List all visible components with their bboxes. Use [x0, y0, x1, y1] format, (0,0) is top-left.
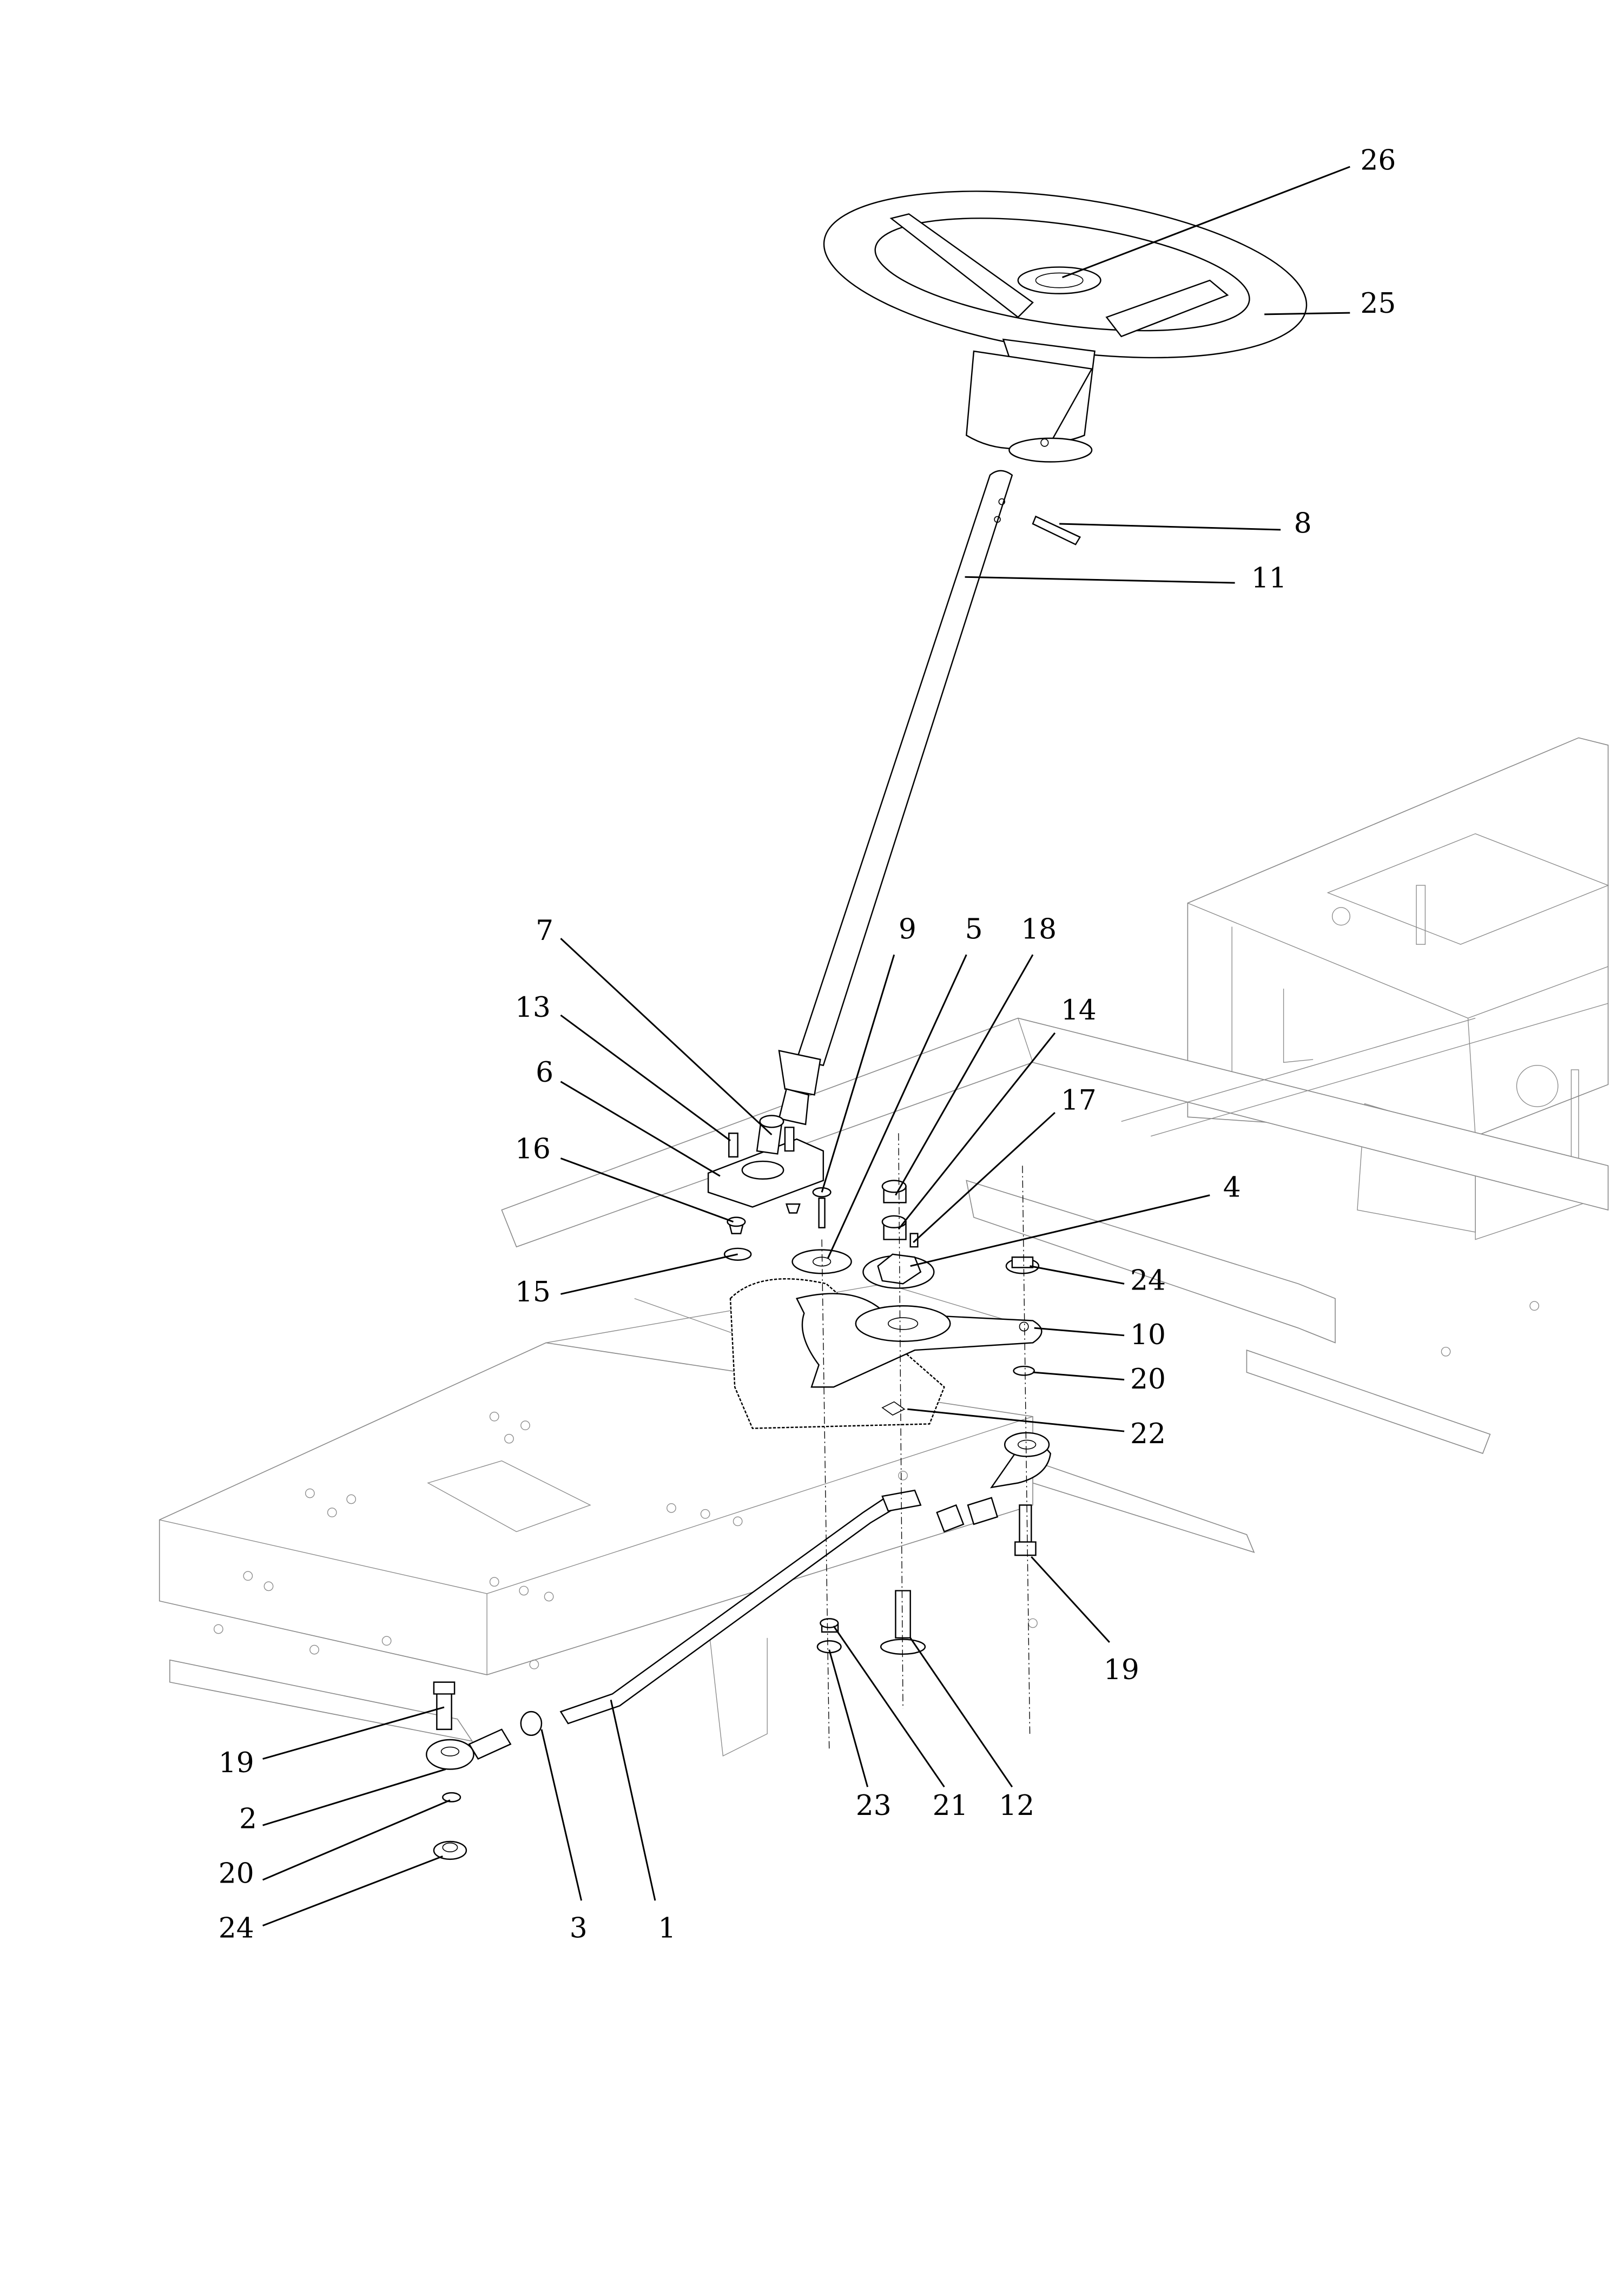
steering-shaft — [778, 470, 1013, 1126]
svg-text:21: 21 — [933, 1790, 968, 1822]
callout-6: 6 — [536, 1056, 721, 1177]
svg-text:14: 14 — [1061, 994, 1097, 1027]
callout-20-upper: 20 — [1032, 1363, 1166, 1396]
svg-text:19: 19 — [219, 1747, 254, 1779]
svg-text:22: 22 — [1130, 1418, 1166, 1450]
svg-text:8: 8 — [1294, 507, 1312, 540]
svg-text:24: 24 — [219, 1912, 254, 1944]
roll-pin — [1032, 515, 1081, 545]
callout-17: 17 — [913, 1084, 1097, 1244]
callout-11: 11 — [965, 562, 1287, 594]
svg-text:11: 11 — [1251, 562, 1287, 594]
callout-15: 15 — [515, 1253, 738, 1308]
callout-19-left: 19 — [219, 1706, 445, 1779]
callout-7: 7 — [536, 915, 773, 1136]
pinion-gear — [778, 1049, 821, 1096]
drag-link — [426, 1432, 1052, 1860]
callout-18: 18 — [895, 913, 1057, 1196]
retaining-clip — [723, 1247, 752, 1261]
svg-text:26: 26 — [1360, 144, 1396, 177]
svg-text:16: 16 — [515, 1133, 551, 1166]
steering-wheel — [823, 190, 1308, 463]
svg-text:15: 15 — [515, 1276, 551, 1308]
callout-8: 8 — [1059, 507, 1312, 540]
callout-12: 12 — [909, 1637, 1034, 1822]
callouts: 26 25 8 11 7 13 6 16 — [219, 144, 1396, 1945]
svg-text:6: 6 — [536, 1056, 553, 1089]
callout-25: 25 — [1264, 287, 1396, 320]
chassis-frame — [159, 737, 1609, 1757]
svg-text:23: 23 — [856, 1790, 892, 1822]
callout-10: 10 — [1034, 1319, 1166, 1351]
svg-text:25: 25 — [1360, 287, 1396, 320]
svg-text:20: 20 — [219, 1857, 254, 1890]
callout-16: 16 — [515, 1133, 734, 1223]
callout-14: 14 — [898, 994, 1097, 1230]
callout-19-right: 19 — [1031, 1556, 1139, 1686]
svg-text:5: 5 — [965, 913, 983, 945]
callout-2: 2 — [239, 1768, 446, 1836]
svg-text:10: 10 — [1130, 1319, 1166, 1351]
callout-21: 21 — [833, 1626, 968, 1822]
svg-text:3: 3 — [570, 1912, 588, 1944]
callout-23: 23 — [828, 1649, 892, 1822]
alignment-axes — [821, 1133, 1031, 1749]
svg-text:19: 19 — [1104, 1654, 1139, 1686]
callout-24-lower: 24 — [219, 1855, 443, 1944]
svg-text:17: 17 — [1061, 1084, 1097, 1117]
sector-gear — [729, 1278, 1043, 1429]
svg-text:2: 2 — [239, 1803, 257, 1836]
svg-text:20: 20 — [1130, 1363, 1166, 1396]
svg-text:12: 12 — [999, 1790, 1034, 1822]
callout-13: 13 — [515, 991, 731, 1142]
callout-9: 9 — [821, 913, 916, 1193]
callout-5: 5 — [827, 913, 983, 1259]
callout-24-upper: 24 — [1030, 1264, 1166, 1297]
svg-text:24: 24 — [1130, 1264, 1166, 1297]
callout-22: 22 — [907, 1408, 1166, 1450]
svg-text:4: 4 — [1223, 1171, 1241, 1203]
svg-text:9: 9 — [899, 913, 916, 945]
svg-text:1: 1 — [658, 1912, 676, 1944]
wheel-cap — [1017, 266, 1101, 294]
pivot-hardware — [791, 1180, 1040, 1289]
frame-holes — [213, 1301, 1540, 1669]
callout-20-lower: 20 — [219, 1799, 451, 1890]
callout-1: 1 — [610, 1700, 676, 1944]
callout-3: 3 — [540, 1729, 588, 1944]
callout-4: 4 — [910, 1171, 1241, 1267]
lower-hardware — [816, 1590, 926, 1655]
svg-text:7: 7 — [536, 915, 553, 947]
svg-text:18: 18 — [1021, 913, 1057, 945]
svg-text:13: 13 — [515, 991, 551, 1024]
callout-26: 26 — [1062, 144, 1396, 279]
